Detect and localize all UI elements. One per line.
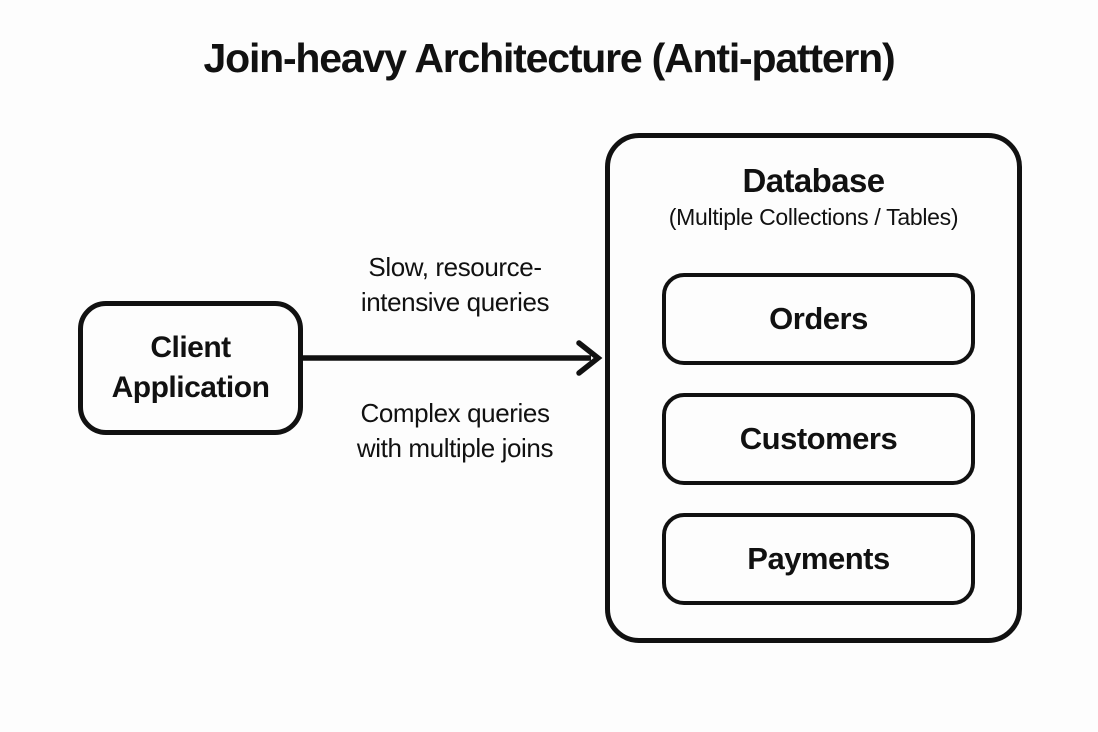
table-box-payments: Payments bbox=[662, 513, 975, 605]
client-application-label: Client Application bbox=[112, 328, 270, 408]
table-box-customers: Customers bbox=[662, 393, 975, 485]
database-subtitle: (Multiple Collections / Tables) bbox=[668, 204, 959, 230]
table-label: Payments bbox=[747, 541, 890, 576]
table-label: Customers bbox=[739, 421, 898, 456]
arrow-bottom-label-line-1: Complex queries bbox=[360, 398, 550, 428]
arrow-top-label-line-2: intensive queries bbox=[360, 287, 550, 317]
arrow-top-label: Slow, resource- intensive queries bbox=[298, 250, 612, 320]
table-label: Orders bbox=[769, 301, 868, 336]
client-label-line-2: Application bbox=[111, 371, 270, 404]
database-title: Database bbox=[742, 162, 886, 199]
client-label-line-1: Client bbox=[150, 331, 231, 364]
client-application-box: Client Application bbox=[78, 301, 303, 435]
arrow-bottom-label: Complex queries with multiple joins bbox=[298, 396, 612, 466]
arrow-top-label-line-1: Slow, resource- bbox=[368, 252, 542, 282]
arrow-right-icon bbox=[303, 340, 603, 376]
table-box-orders: Orders bbox=[662, 273, 975, 365]
client-to-database-arrow bbox=[303, 336, 603, 380]
database-box: Database (Multiple Collections / Tables)… bbox=[605, 133, 1022, 643]
page-title: Join-heavy Architecture (Anti-pattern) bbox=[203, 35, 896, 81]
arrow-bottom-label-line-2: with multiple joins bbox=[356, 433, 554, 463]
